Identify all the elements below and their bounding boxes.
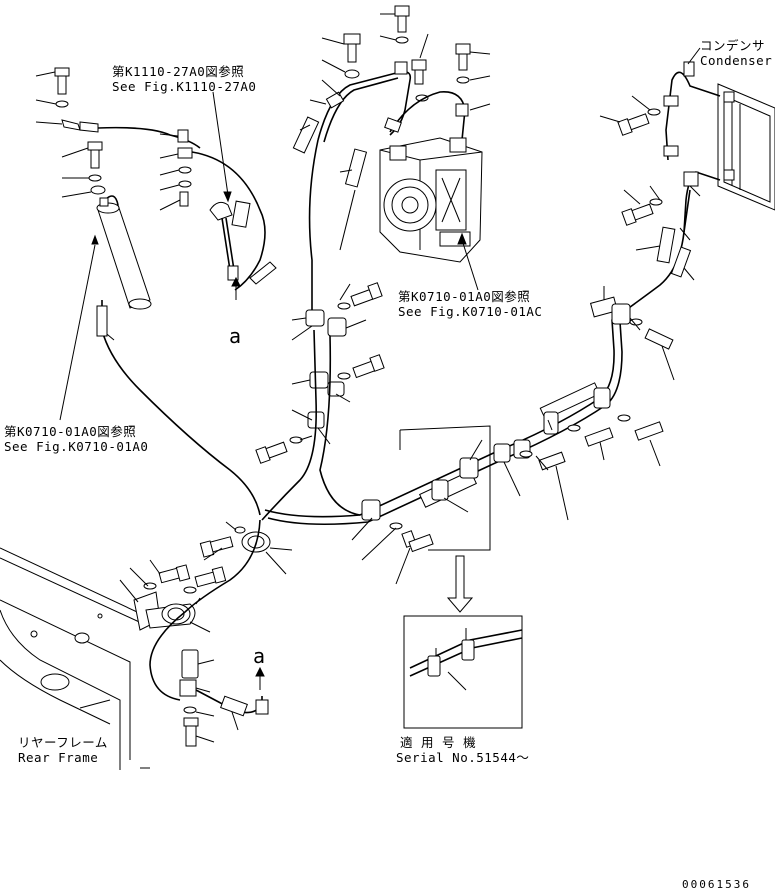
bolt-bracket-1 <box>143 564 191 590</box>
detail-bracket <box>399 425 491 551</box>
hose-lower-left <box>149 519 261 701</box>
detail-box-serial <box>403 615 523 729</box>
hose-tank-down <box>101 300 261 516</box>
washer-top-right-3 <box>456 76 470 84</box>
hose-center-down-2 <box>319 335 361 516</box>
receiver-dryer-tank <box>96 195 152 310</box>
bolt-tank-upper <box>54 67 70 95</box>
clamp-center-2 <box>309 354 385 397</box>
marker-a-bottom: a <box>253 644 266 668</box>
pipe-condenser-upper <box>665 71 721 161</box>
bolts-condenser <box>617 108 663 226</box>
grommet-lower <box>161 603 191 625</box>
leader-k1110 <box>212 91 232 203</box>
leader-lines-center-clamps <box>291 283 367 445</box>
drawing-number: 00061536 <box>682 878 751 891</box>
condenser-fittings <box>656 61 699 278</box>
ref-k0710-left-en: See Fig.K0710-01A0 <box>4 439 149 454</box>
rear-frame-label-en: Rear Frame <box>18 750 99 765</box>
leader-lines-small-clamp <box>159 133 181 211</box>
connector-assembly-k1110 <box>209 200 277 285</box>
pipe-fittings-top <box>325 61 469 133</box>
hose-end-tank-lower <box>96 305 108 337</box>
washer-tank-2 <box>88 174 102 182</box>
lower-connector-a <box>195 666 269 717</box>
bolt-top-right-3 <box>455 43 471 71</box>
marker-a-top: a <box>229 324 242 348</box>
hose-main-horizontal-2 <box>267 321 623 526</box>
condenser <box>717 83 775 211</box>
hose-left-vertical <box>308 139 319 320</box>
clamp-center-3 <box>255 411 325 464</box>
clamp-tank <box>90 185 106 195</box>
hose-fitting-upper <box>292 116 368 188</box>
washer-tank-1 <box>55 100 69 108</box>
small-clamp-upper-left <box>177 129 193 207</box>
ref-k0710-left-jp: 第K0710-01A0図参照 <box>4 424 137 439</box>
bolt-tank-middle <box>87 141 103 169</box>
detail-arrow <box>446 555 474 613</box>
fitting-tank-upper <box>61 119 99 133</box>
clamp-main-1 <box>361 499 434 553</box>
hose-center-down <box>261 329 317 521</box>
ref-k1110-en: See Fig.K1110-27A0 <box>112 79 257 94</box>
washer-center-top <box>344 69 360 79</box>
leader-k0710-right <box>457 232 479 291</box>
arrow-a-top <box>231 276 241 300</box>
main-hose-sleeves <box>419 296 619 508</box>
bolt-top-right-2 <box>411 59 427 85</box>
bolt-center-top <box>343 33 361 63</box>
leader-lines-bottom-left <box>119 521 293 743</box>
clamp-center-1 <box>305 282 383 337</box>
leader-lines-top-center <box>299 13 491 251</box>
compressor <box>379 137 483 263</box>
bolt-bracket-2 <box>183 566 227 594</box>
hose-clamp-to-connector <box>191 151 266 291</box>
serial-label-jp: 適 用 号 機 <box>400 735 477 750</box>
clamp-main-4 <box>543 387 664 447</box>
rear-frame-label-jp: リヤーフレーム <box>18 735 108 750</box>
leader-lines-main <box>351 286 675 585</box>
condenser-label-en: Condenser <box>700 53 773 68</box>
pipe-upper-loop-2 <box>323 77 399 143</box>
lower-spacer-clamp <box>179 649 199 747</box>
clamp-right-upper <box>611 303 674 350</box>
serial-label-en: Serial No.51544～ <box>396 750 530 765</box>
rear-frame <box>0 547 151 770</box>
ref-k0710-right-en: See Fig.K0710-01AC <box>398 304 543 319</box>
clamp-main-3 <box>493 439 566 471</box>
washer-top-right-1 <box>395 36 409 44</box>
leader-lines-condenser <box>599 47 701 281</box>
pipe-to-compressor <box>389 91 466 141</box>
ref-k0710-right-jp: 第K0710-01A0図参照 <box>398 289 531 304</box>
clamp-main-2 <box>431 457 479 501</box>
condenser-label-jp: コンデンサ <box>700 38 766 53</box>
ref-k1110-jp: 第K1110-27A0図参照 <box>112 64 245 79</box>
washer-top-right-2 <box>415 94 429 102</box>
bolt-top-right-1 <box>394 5 410 33</box>
